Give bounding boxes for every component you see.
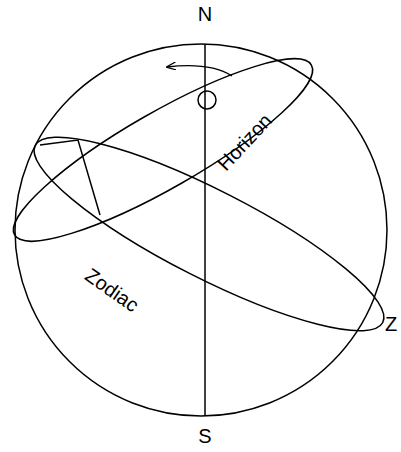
ecliptic-label: Zodiac <box>82 265 143 316</box>
pole-label: N <box>198 4 212 24</box>
pole-label: S <box>198 426 211 446</box>
point-label: Z <box>385 314 397 334</box>
horizon-label: Horizon <box>213 110 275 174</box>
